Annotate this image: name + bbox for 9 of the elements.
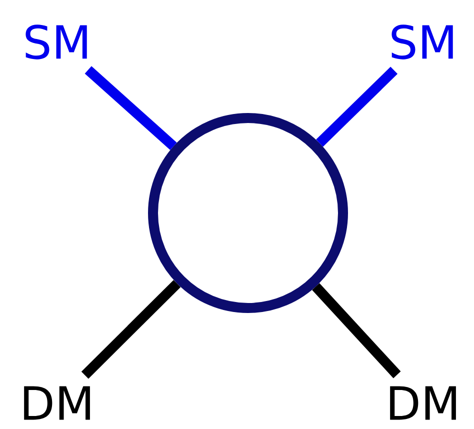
particle-label: SM [26,24,87,60]
loop-circle [148,113,348,313]
particle-label: DM [24,386,90,420]
line [312,283,401,378]
line [316,66,398,147]
line [84,66,177,150]
particle-label: SM [392,24,453,60]
particle-label: DM [390,386,456,420]
line [81,280,181,379]
